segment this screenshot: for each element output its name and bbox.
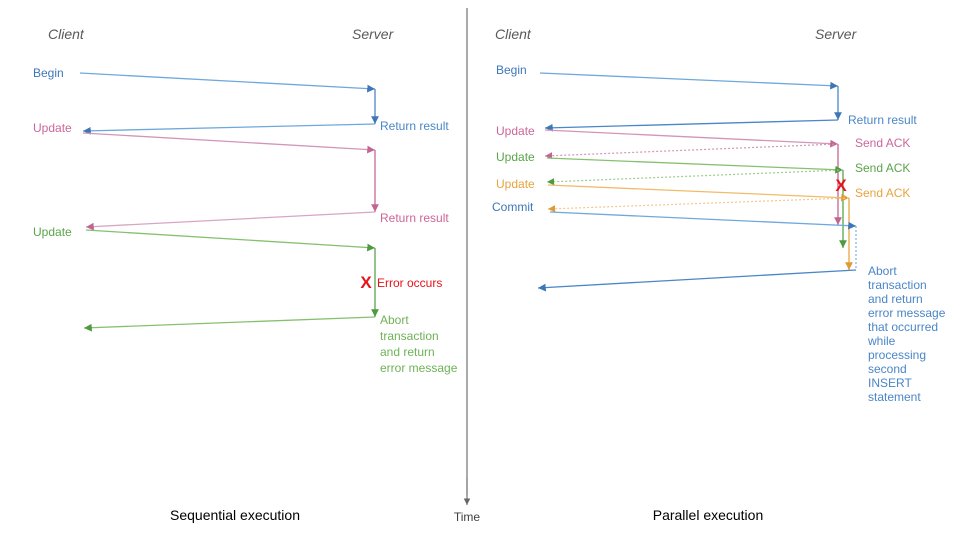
panel-sequential: Client Server Begin Return result Update… bbox=[33, 26, 458, 523]
svg-text:error message: error message bbox=[380, 361, 458, 375]
server-label-error-occurs: Error occurs bbox=[377, 276, 442, 290]
svg-text:that occurred: that occurred bbox=[868, 320, 938, 334]
actor-client-label-2: Client bbox=[495, 26, 532, 42]
svg-text:while: while bbox=[867, 334, 896, 348]
message-commit bbox=[537, 211, 857, 292]
svg-text:Abort: Abort bbox=[868, 264, 897, 278]
svg-text:processing: processing bbox=[868, 348, 926, 362]
client-label-begin: Begin bbox=[33, 66, 64, 80]
client-label-begin-2: Begin bbox=[496, 63, 527, 77]
panel-parallel: Client Server Begin Return result Update… bbox=[492, 26, 946, 523]
svg-text:and return: and return bbox=[868, 292, 923, 306]
message-update-pink bbox=[544, 129, 842, 225]
svg-text:INSERT: INSERT bbox=[868, 376, 912, 390]
client-label-commit: Commit bbox=[492, 200, 534, 214]
server-note-abort: Abort transaction and return error messa… bbox=[380, 313, 458, 375]
client-label-update-2: Update bbox=[33, 225, 72, 239]
message-begin-2 bbox=[539, 72, 842, 132]
svg-text:Abort: Abort bbox=[380, 313, 409, 327]
client-label-update-1: Update bbox=[33, 121, 72, 135]
server-label-send-ack-3: Send ACK bbox=[855, 186, 910, 200]
time-axis-label: Time bbox=[454, 510, 481, 524]
caption-sequential: Sequential execution bbox=[170, 507, 300, 523]
server-label-return-result-2: Return result bbox=[380, 211, 449, 225]
message-update-green bbox=[546, 157, 847, 248]
svg-text:second: second bbox=[868, 362, 907, 376]
message-update-orange bbox=[547, 184, 853, 270]
client-label-update-orange: Update bbox=[496, 177, 535, 191]
svg-text:transaction: transaction bbox=[380, 329, 439, 343]
caption-parallel: Parallel execution bbox=[653, 507, 764, 523]
svg-text:statement: statement bbox=[868, 390, 921, 404]
server-label-return-result-3: Return result bbox=[848, 113, 917, 127]
server-label-return-result-1: Return result bbox=[380, 119, 449, 133]
actor-client-label: Client bbox=[48, 26, 85, 42]
actor-server-label: Server bbox=[352, 26, 395, 42]
error-x-icon-2: X bbox=[835, 176, 847, 195]
svg-text:transaction: transaction bbox=[868, 278, 927, 292]
actor-server-label-2: Server bbox=[815, 26, 858, 42]
client-label-update-green: Update bbox=[496, 150, 535, 164]
svg-text:error message: error message bbox=[868, 306, 946, 320]
message-begin bbox=[79, 72, 379, 135]
server-label-send-ack-1: Send ACK bbox=[855, 136, 910, 150]
client-label-update-pink: Update bbox=[496, 124, 535, 138]
error-x-icon: X bbox=[360, 273, 372, 292]
server-note-abort-2: Abort transaction and return error messa… bbox=[867, 264, 946, 404]
message-update-2 bbox=[83, 229, 379, 332]
server-label-send-ack-2: Send ACK bbox=[855, 161, 910, 175]
svg-text:and return: and return bbox=[380, 345, 435, 359]
message-update-1 bbox=[82, 132, 379, 231]
